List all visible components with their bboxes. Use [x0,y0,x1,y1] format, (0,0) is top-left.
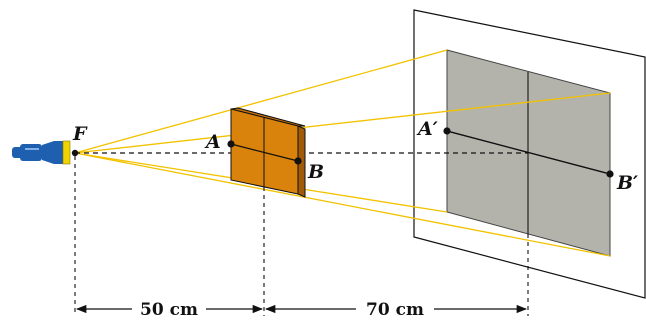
dimension-object-to-screen: 70 cm [366,300,424,320]
ray-top-right [74,92,611,154]
point-f-dot [71,149,79,157]
point-a-dot [227,140,235,148]
ray-top-left [74,49,448,154]
extension-lines [74,156,529,316]
flashlight-icon [12,140,71,165]
label-b-prime: B′ [616,172,638,194]
label-a: A [204,131,221,153]
label-a-prime: A′ [416,118,438,140]
image-line-ab [446,130,611,175]
point-a-prime-dot [443,127,451,135]
ray-bottom-right [74,152,611,257]
point-b-dot [294,157,302,165]
label-b: B [307,161,324,183]
object-line-ab [230,143,299,162]
label-f: F [72,123,88,145]
dimension-source-to-object: 50 cm [140,300,198,320]
point-b-prime-dot [606,170,614,178]
